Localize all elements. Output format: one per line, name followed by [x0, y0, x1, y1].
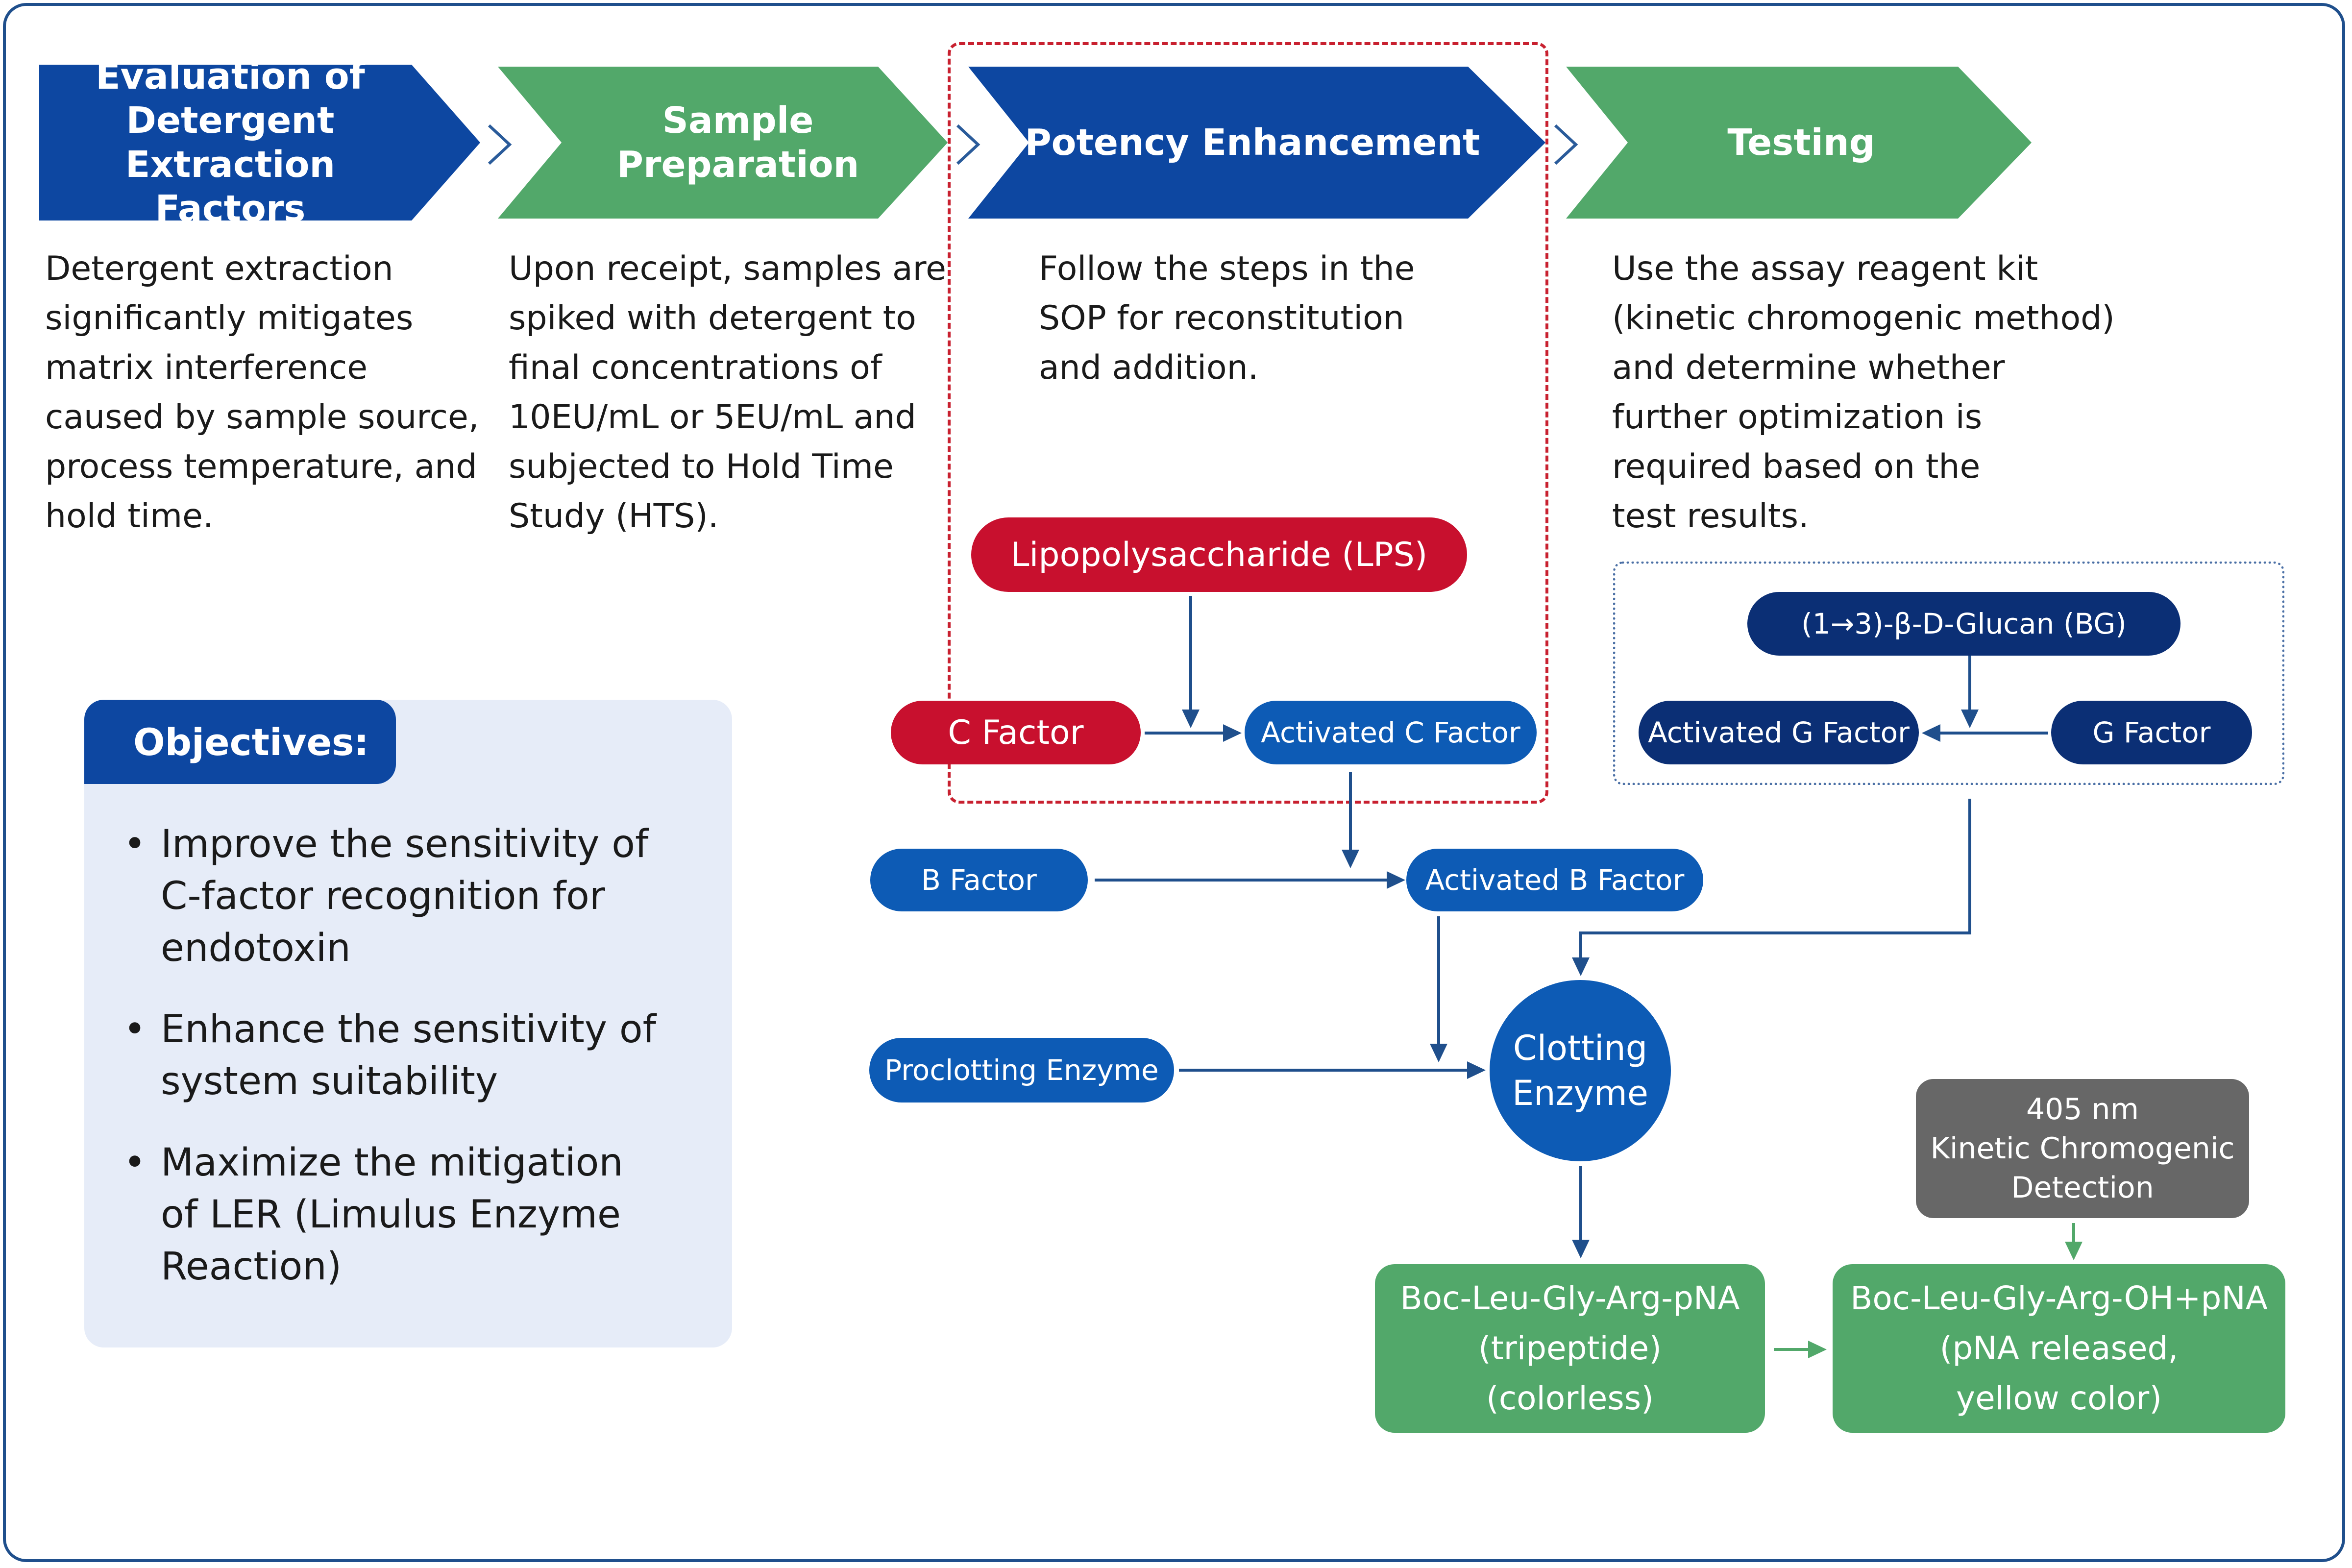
bullet-icon: • [123, 1007, 147, 1052]
objectives-list: • Improve the sensitivity of C-factor rec… [123, 818, 702, 1322]
lps-node: Lipopolysaccharide (LPS) [971, 517, 1467, 592]
chevron-right-icon [956, 124, 980, 165]
chevron-right-icon [1554, 124, 1578, 165]
objective-text: Improve the sensitivity of C-factor reco… [161, 822, 649, 970]
objective-item: • Improve the sensitivity of C-factor rec… [123, 818, 702, 974]
stage-testing: Testing [1566, 67, 2032, 219]
clotting-enzyme-node: Clotting Enzyme [1490, 980, 1671, 1161]
stage-testing-shape [1566, 67, 2032, 219]
stage-potency-enhancement: Potency Enhancement [968, 67, 1545, 219]
objectives-panel [84, 700, 732, 1348]
objective-item: • Enhance the sensitivity of system suita… [123, 1004, 702, 1107]
activated-c-factor-node: Activated C Factor [1245, 701, 1537, 764]
objective-item: • Maximize the mitigation of LER (Limulus… [123, 1137, 702, 1293]
glucan-node: (1→3)-β-D-Glucan (BG) [1747, 592, 2180, 656]
stage-potency-enhancement-shape [968, 67, 1545, 219]
stage-sample-preparation-description: Upon receipt, samples are spiked with de… [509, 249, 946, 536]
b-factor-node: B Factor [870, 849, 1088, 911]
g-factor-pathway-box [1613, 562, 2284, 785]
detection-node: 405 nm Kinetic Chromogenic Detection [1916, 1079, 2249, 1218]
stage-potency-enhancement-description: Follow the steps in the SOP for reconsti… [1039, 249, 1415, 387]
bullet-icon: • [123, 1141, 147, 1185]
product-node: Boc-Leu-Gly-Arg-OH+pNA (pNA released, ye… [1833, 1264, 2285, 1433]
stage-evaluation-shape [39, 65, 480, 220]
stage-sample-preparation-shape [498, 67, 948, 219]
objective-text: Maximize the mitigation of LER (Limulus … [161, 1141, 623, 1289]
g-factor-node: G Factor [2051, 701, 2252, 764]
stage-testing-description: Use the assay reagent kit (kinetic chrom… [1612, 249, 2115, 536]
stage-sample-preparation-title: Sample Preparation [616, 99, 859, 186]
objectives-title: Objectives: [84, 700, 396, 784]
stage-testing-title: Testing [1727, 122, 1875, 164]
diagram-frame [3, 3, 2345, 1562]
bullet-icon: • [123, 822, 147, 866]
objective-text: Enhance the sensitivity of system suitab… [161, 1007, 657, 1103]
activated-g-factor-node: Activated G Factor [1639, 701, 1919, 764]
substrate-node: Boc-Leu-Gly-Arg-pNA (tripeptide) (colorl… [1375, 1264, 1765, 1433]
activated-b-factor-node: Activated B Factor [1406, 849, 1703, 911]
arrow-g-pathway-to-clotting [1572, 799, 1971, 976]
c-factor-node: C Factor [891, 701, 1141, 764]
potency-enhancement-highlight [948, 42, 1548, 804]
stage-sample-preparation: Sample Preparation [498, 67, 948, 219]
proclotting-enzyme-node: Proclotting Enzyme [869, 1038, 1174, 1102]
stage-potency-enhancement-title: Potency Enhancement [1025, 122, 1480, 164]
stage-evaluation-description: Detergent extraction significantly mitig… [45, 249, 479, 536]
chevron-right-icon [488, 124, 512, 165]
